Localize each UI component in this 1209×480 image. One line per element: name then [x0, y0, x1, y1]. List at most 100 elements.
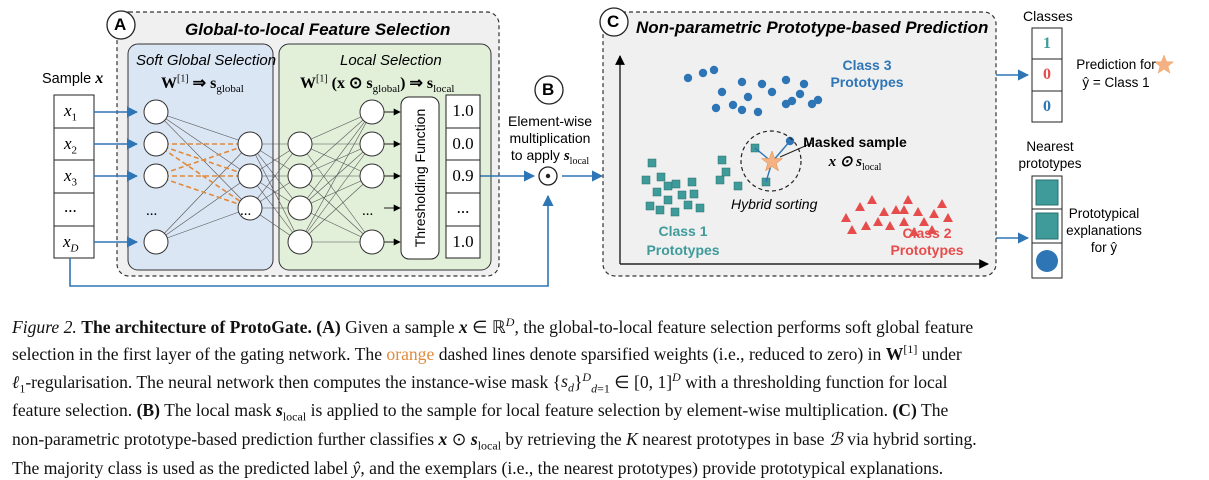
class1-prototype	[683, 200, 693, 210]
class3-prototype	[717, 87, 727, 97]
neuron-ellipsis-2: ...	[240, 203, 252, 219]
class3-prototype	[781, 75, 791, 85]
thresholding-label: Thresholding Function	[412, 108, 428, 248]
weight-line	[155, 111, 251, 145]
weight-line	[155, 143, 251, 243]
class2-prototype	[873, 217, 883, 226]
local-selection-formula: W[1] (x ⊙ sglobal) ⇒ slocal	[300, 73, 455, 96]
classes-title: Classes	[1023, 8, 1073, 24]
neuron	[359, 229, 385, 255]
class2-prototype	[867, 195, 877, 204]
thresholding-box	[400, 96, 440, 260]
class3-prototype	[781, 99, 791, 109]
class3-prototype	[709, 65, 719, 75]
neuron-ellipsis-1: ...	[146, 203, 158, 219]
class3-prototype	[737, 77, 747, 87]
class2-prototype	[855, 202, 865, 211]
hybrid-circle	[740, 130, 802, 192]
soft-global-formula: W[1] ⇒ sglobal	[161, 73, 244, 96]
weight-line	[155, 111, 251, 177]
neuron	[143, 229, 169, 255]
sparsified-weight	[155, 143, 251, 177]
neuron	[359, 131, 385, 157]
class1-prototype	[652, 187, 662, 197]
class2-prototype	[943, 213, 953, 222]
neuron	[287, 229, 313, 255]
class1-prototype	[663, 195, 673, 205]
sample-cell-3: x3	[64, 166, 78, 189]
figure-caption: Figure 2. The architecture of ProtoGate.…	[12, 311, 1202, 480]
class2-prototype	[891, 205, 901, 214]
masked-sample-label: Masked sample x ⊙ slocal	[803, 134, 907, 173]
class-value-3: 0	[1043, 98, 1051, 115]
neuron	[359, 99, 385, 125]
sample-label: Sample x	[42, 70, 104, 87]
class3-prototype	[728, 100, 738, 110]
caption-line-2: selection in the first layer of the gati…	[12, 342, 962, 365]
soft-global-title: Soft Global Selection	[136, 52, 277, 69]
neuron	[237, 163, 263, 189]
weight-line	[299, 111, 373, 243]
class2-prototype	[929, 209, 939, 218]
class2-prototype	[927, 225, 937, 234]
neuron	[287, 131, 313, 157]
weight-line	[299, 143, 373, 209]
local-selection-title: Local Selection	[340, 52, 442, 69]
caption-line-1: Figure 2. The architecture of ProtoGate.…	[12, 315, 974, 337]
class1-prototype	[721, 167, 731, 177]
class3-prototype	[753, 107, 763, 117]
class-value-1: 1	[1043, 35, 1051, 52]
class1-prototype	[647, 158, 657, 168]
class2-prototype	[899, 217, 909, 226]
weight-line	[249, 175, 301, 243]
sample-cell-4: ...	[64, 197, 77, 216]
mask-value-1: 1.0	[452, 101, 474, 120]
badge-c	[599, 7, 629, 37]
class1-prototype	[671, 179, 681, 189]
class3-prototype	[698, 68, 708, 78]
weight-line	[299, 111, 373, 145]
badge-c-label: C	[607, 12, 620, 31]
neuron	[143, 99, 169, 125]
prediction-star	[1153, 54, 1175, 74]
class2-prototype	[899, 205, 909, 214]
weight-line	[299, 143, 373, 243]
mask-value-5: 1.0	[452, 232, 474, 251]
class2-prototype	[903, 195, 913, 204]
class3-prototype	[743, 92, 753, 102]
neuron	[143, 131, 169, 157]
class3-prototype	[757, 79, 767, 89]
class2-prototype	[913, 207, 923, 216]
caption-line-3: ℓ1-regularisation. The neural network th…	[12, 369, 948, 395]
badge-a-label: A	[114, 15, 127, 34]
nearest-table	[1031, 175, 1063, 279]
weight-line	[299, 111, 373, 177]
class1-prototype	[677, 190, 687, 200]
class1-prototype	[645, 201, 655, 211]
class2-prototype	[847, 225, 857, 234]
class1-prototype	[733, 181, 743, 191]
neuron	[287, 163, 313, 189]
architecture-diagram	[53, 7, 1175, 287]
weight-line	[249, 143, 301, 209]
sparsified-weight	[155, 175, 251, 209]
weight-line	[155, 175, 251, 243]
class2-prototype	[861, 221, 871, 230]
class1-prototype	[695, 203, 705, 213]
class3-prototype	[711, 103, 721, 113]
masked-sample-star	[760, 150, 784, 172]
panel-a-title: Global-to-local Feature Selection	[185, 20, 451, 39]
neuron-ellipsis-3: ...	[362, 203, 374, 219]
class1-prototype	[689, 189, 699, 199]
class1-prototype	[663, 181, 673, 191]
badge-a	[106, 10, 136, 40]
neuron	[237, 131, 263, 157]
hybrid-sorting-label: Hybrid sorting	[731, 196, 818, 212]
neuron	[287, 195, 313, 221]
sample-cell-1: x1	[64, 101, 78, 124]
weight-line	[299, 175, 373, 209]
